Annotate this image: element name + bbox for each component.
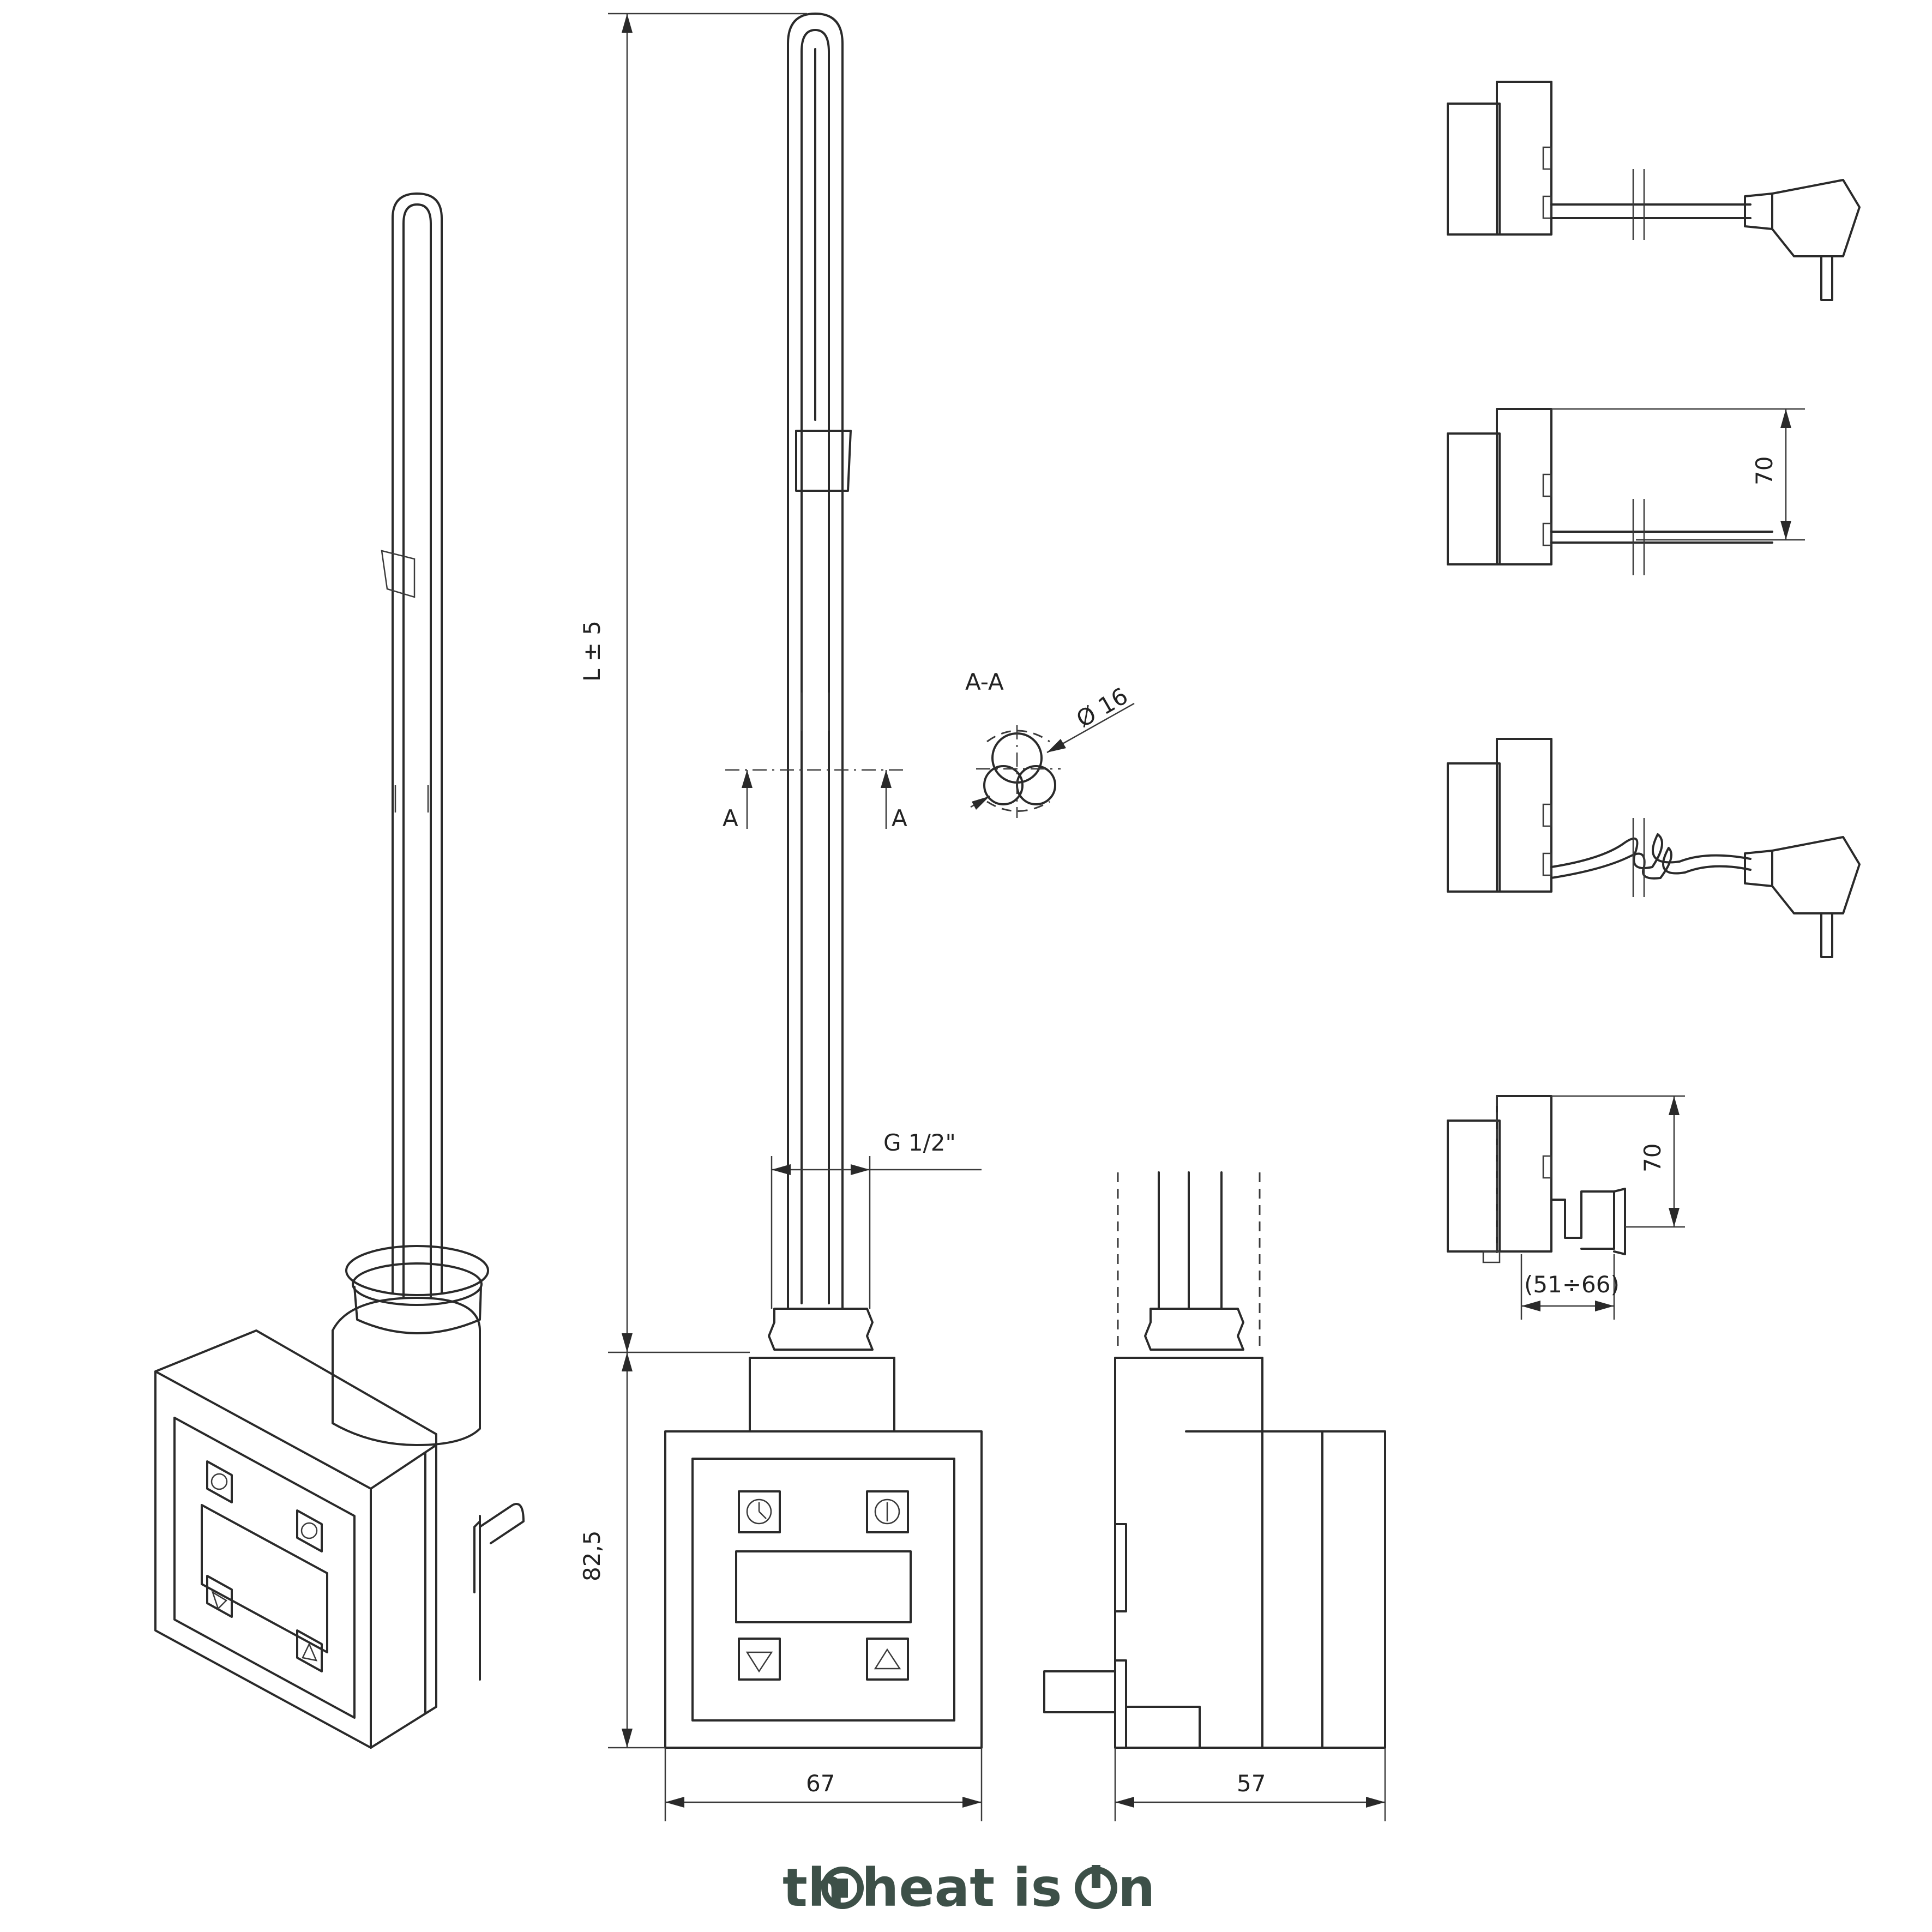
plug-icon bbox=[821, 1867, 864, 1909]
length-label: L ± 5 bbox=[579, 621, 605, 682]
brand-text-left: th bbox=[783, 1857, 845, 1918]
side-view: 57 bbox=[1043, 1171, 1386, 1821]
cable-offset-1-label: 70 bbox=[1751, 456, 1778, 485]
power-icon bbox=[1075, 1865, 1117, 1909]
isometric-view bbox=[154, 192, 525, 1749]
brand-logo: th heat is n bbox=[783, 1857, 1155, 1918]
variant-plug-straight bbox=[1447, 81, 1861, 301]
section-marker-left: A bbox=[723, 805, 738, 832]
variant-bare-wire: 70 bbox=[1447, 408, 1805, 575]
section-marker-right: A bbox=[892, 805, 907, 832]
depth-side-label: 57 bbox=[1237, 1770, 1266, 1797]
section-a-a: A-A Ø 16 bbox=[965, 669, 1135, 818]
brand-text-middle: heat is bbox=[862, 1857, 1062, 1918]
variant-plug-coiled bbox=[1447, 738, 1861, 958]
diameter-label: Ø 16 bbox=[1072, 682, 1133, 732]
width-front-label: 67 bbox=[806, 1770, 835, 1797]
thread-label: G 1/2" bbox=[883, 1129, 956, 1156]
box-height-label: 82,5 bbox=[579, 1530, 605, 1581]
cover-range-label: (51÷66) bbox=[1524, 1271, 1620, 1298]
section-title: A-A bbox=[965, 669, 1004, 695]
variant-hidden-connector: 70 (51÷66) bbox=[1447, 1095, 1685, 1320]
front-view: A A G 1/2" L ± 5 bbox=[579, 13, 983, 1821]
cable-offset-2-label: 70 bbox=[1639, 1143, 1666, 1172]
brand-text-right: n bbox=[1118, 1857, 1155, 1918]
